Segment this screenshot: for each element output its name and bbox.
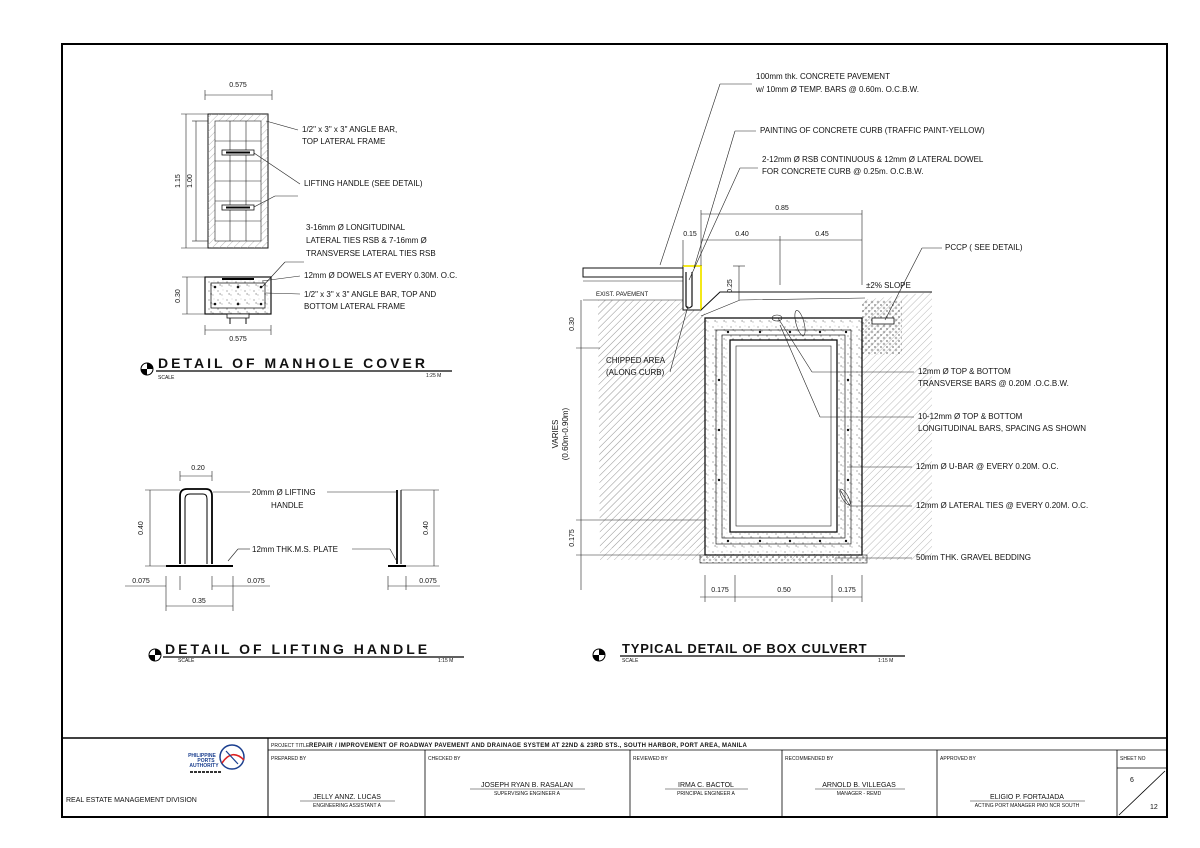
culvert-note-chipped-1: CHIPPED AREA: [606, 356, 666, 365]
recommended-by-label: RECOMMENDED BY: [785, 756, 834, 762]
culvert-note-gravel: 50mm THK. GRAVEL BEDDING: [916, 553, 1031, 562]
manhole-note-ties-3: TRANSVERSE LATERAL TIES RSB: [306, 249, 436, 258]
manhole-note-dowels: 12mm Ø DOWELS AT EVERY 0.30M. O.C.: [304, 271, 457, 280]
culvert-dim-085: 0.85: [775, 205, 789, 212]
prepared-position: ENGINEERING ASSISTANT A: [313, 803, 382, 809]
manhole-note-angle-bar-tb-2: BOTTOM LATERAL FRAME: [304, 302, 405, 311]
logo-text-3: AUTHORITY: [189, 763, 219, 769]
culvert-dim-b3: 0.175: [838, 587, 856, 594]
manhole-scale-label: SCALE: [158, 375, 175, 381]
culvert-note-exist-pavement: EXIST. PAVEMENT: [596, 292, 648, 298]
culvert-dim-030: 0.30: [569, 317, 576, 331]
handle-scale-label: SCALE: [178, 658, 195, 664]
sheet-border: [61, 43, 1168, 818]
culvert-note-lat: 12mm Ø LATERAL TIES @ EVERY 0.20M. O.C.: [916, 501, 1088, 510]
recommended-position: MANAGER - REMD: [837, 791, 882, 797]
reviewed-position: PRINCIPAL ENGINEER A: [677, 791, 735, 797]
manhole-note-angle-bar-2: TOP LATERAL FRAME: [302, 137, 385, 146]
manhole-note-ties-1: 3-16mm Ø LONGITUDINAL: [306, 223, 406, 232]
culvert-note-trans-1: 12mm Ø TOP & BOTTOM: [918, 367, 1011, 376]
manhole-title: DETAIL OF MANHOLE COVER: [158, 355, 428, 371]
manhole-note-angle-bar: 1/2" x 3" x 3" ANGLE BAR,: [302, 125, 397, 134]
section-marker-icon: [592, 648, 606, 662]
prepared-name: JELLY ANNZ. LUCAS: [313, 794, 381, 801]
culvert-dim-025: 0.25: [727, 279, 734, 293]
prepared-by-label: PREPARED BY: [271, 756, 307, 762]
culvert-dim-varies: VARIES: [551, 420, 560, 449]
manhole-scale: 1:25 M: [426, 373, 441, 379]
approved-name: ELIGIO P. FORTAJADA: [990, 794, 1064, 801]
manhole-dim-section-height: 0.30: [175, 289, 182, 303]
handle-scale: 1:15 M: [438, 658, 453, 664]
approved-position: ACTING PORT MANAGER PMO NCR SOUTH: [975, 803, 1080, 809]
culvert-title: TYPICAL DETAIL OF BOX CULVERT: [622, 641, 867, 656]
handle-dim-right-offset: 0.075: [247, 578, 265, 585]
sheet-no-label: SHEET NO: [1120, 756, 1146, 762]
manhole-dim-section-width: 0.575: [229, 336, 247, 343]
handle-dim-width-top: 0.20: [191, 465, 205, 472]
manhole-dim-top: 0.575: [229, 82, 247, 89]
culvert-scale-label: SCALE: [622, 658, 639, 664]
culvert-note-rsb-1: 2-12mm Ø RSB CONTINUOUS & 12mm Ø LATERAL…: [762, 155, 984, 164]
culvert-note-paint: PAINTING OF CONCRETE CURB (TRAFFIC PAINT…: [760, 126, 985, 135]
handle-dim-left-offset: 0.075: [132, 578, 150, 585]
title-block: PHILIPPINE PORTS AUTHORITY REAL ESTATE M…: [62, 737, 1167, 817]
handle-dim-side-offset: 0.075: [419, 578, 437, 585]
lifting-handle-detail: 0.20 0.40 0.40 0.075 0.075 0.075 0.35: [125, 465, 464, 664]
section-marker-icon: [140, 362, 154, 376]
handle-note-plate: 12mm THK.M.S. PLATE: [252, 545, 338, 554]
reviewed-name: IRMA C. BACTOL: [678, 782, 734, 789]
culvert-note-slope: ±2% SLOPE: [866, 281, 911, 290]
division-label: REAL ESTATE MANAGEMENT DIVISION: [66, 797, 197, 804]
manhole-note-ties-2: LATERAL TIES RSB & 7-16mm Ø: [306, 236, 427, 245]
manhole-dim-height-inner: 1.00: [187, 174, 194, 188]
project-title-label: PROJECT TITLE: [271, 743, 310, 749]
culvert-note-pavement-2: w/ 10mm Ø TEMP. BARS @ 0.60m. O.C.B.W.: [755, 85, 919, 94]
handle-frame: [179, 488, 213, 564]
culvert-note-pavement-1: 100mm thk. CONCRETE PAVEMENT: [756, 72, 890, 81]
project-title: REPAIR / IMPROVEMENT OF ROADWAY PAVEMENT…: [309, 743, 748, 749]
culvert-note-pccp: PCCP ( SEE DETAIL): [945, 243, 1023, 252]
handle-dim-base: 0.35: [192, 598, 206, 605]
box-culvert-detail: 0.85 0.15 0.40 0.45 0.25 0.30 VARIES (0.…: [551, 72, 1088, 664]
checked-position: SUPERVISING ENGINEER A: [494, 791, 561, 797]
culvert-dim-015: 0.15: [683, 231, 697, 238]
sheet-total: 12: [1150, 804, 1158, 811]
culvert-note-trans-2: TRANSVERSE BARS @ 0.20M .O.C.B.W.: [918, 379, 1069, 388]
handle-dim-height-right: 0.40: [423, 521, 430, 535]
culvert-dim-b1: 0.175: [711, 587, 729, 594]
handle-dim-height-left: 0.40: [138, 521, 145, 535]
port-authority-logo: PHILIPPINE PORTS AUTHORITY: [188, 744, 245, 773]
culvert-note-ubar: 12mm Ø U-BAR @ EVERY 0.20M. O.C.: [916, 462, 1059, 471]
manhole-dim-height-outer: 1.15: [175, 174, 182, 188]
handle-note-2: HANDLE: [271, 501, 303, 510]
checked-name: JOSEPH RYAN B. RASALAN: [481, 782, 573, 789]
culvert-note-long-1: 10-12mm Ø TOP & BOTTOM: [918, 412, 1023, 421]
culvert-note-long-2: LONGITUDINAL BARS, SPACING AS SHOWN: [918, 424, 1086, 433]
logo-text-1: PHILIPPINE: [188, 753, 216, 759]
culvert-dim-040: 0.40: [735, 231, 749, 238]
culvert-note-rsb-2: FOR CONCRETE CURB @ 0.25m. O.C.B.W.: [762, 167, 923, 176]
culvert-scale: 1:15 M: [878, 658, 893, 664]
section-marker-icon: [148, 648, 162, 662]
culvert-dim-045: 0.45: [815, 231, 829, 238]
culvert-note-chipped-2: (ALONG CURB): [606, 368, 665, 377]
logo-text-2: PORTS: [197, 758, 215, 764]
culvert-dim-b2: 0.50: [777, 587, 791, 594]
sheet-number: 6: [1130, 777, 1134, 784]
manhole-note-lifting-handle: LIFTING HANDLE (SEE DETAIL): [304, 179, 423, 188]
reviewed-by-label: REVIEWED BY: [633, 756, 668, 762]
culvert-dim-varies-range: (0.60m-0.90m): [561, 407, 570, 460]
handle-note-1: 20mm Ø LIFTING: [252, 488, 316, 497]
approved-by-label: APPROVED BY: [940, 756, 977, 762]
manhole-note-angle-bar-tb: 1/2" x 3" x 3" ANGLE BAR, TOP AND: [304, 290, 436, 299]
recommended-name: ARNOLD B. VILLEGAS: [822, 782, 896, 789]
checked-by-label: CHECKED BY: [428, 756, 461, 762]
handle-title: DETAIL OF LIFTING HANDLE: [165, 641, 430, 657]
culvert-dim-0175-vertical: 0.175: [569, 529, 576, 547]
manhole-section: [204, 276, 272, 315]
manhole-cover-detail: 0.575 1.15 1.00 1/2" x 3" x 3" ANGLE BAR…: [140, 82, 457, 381]
